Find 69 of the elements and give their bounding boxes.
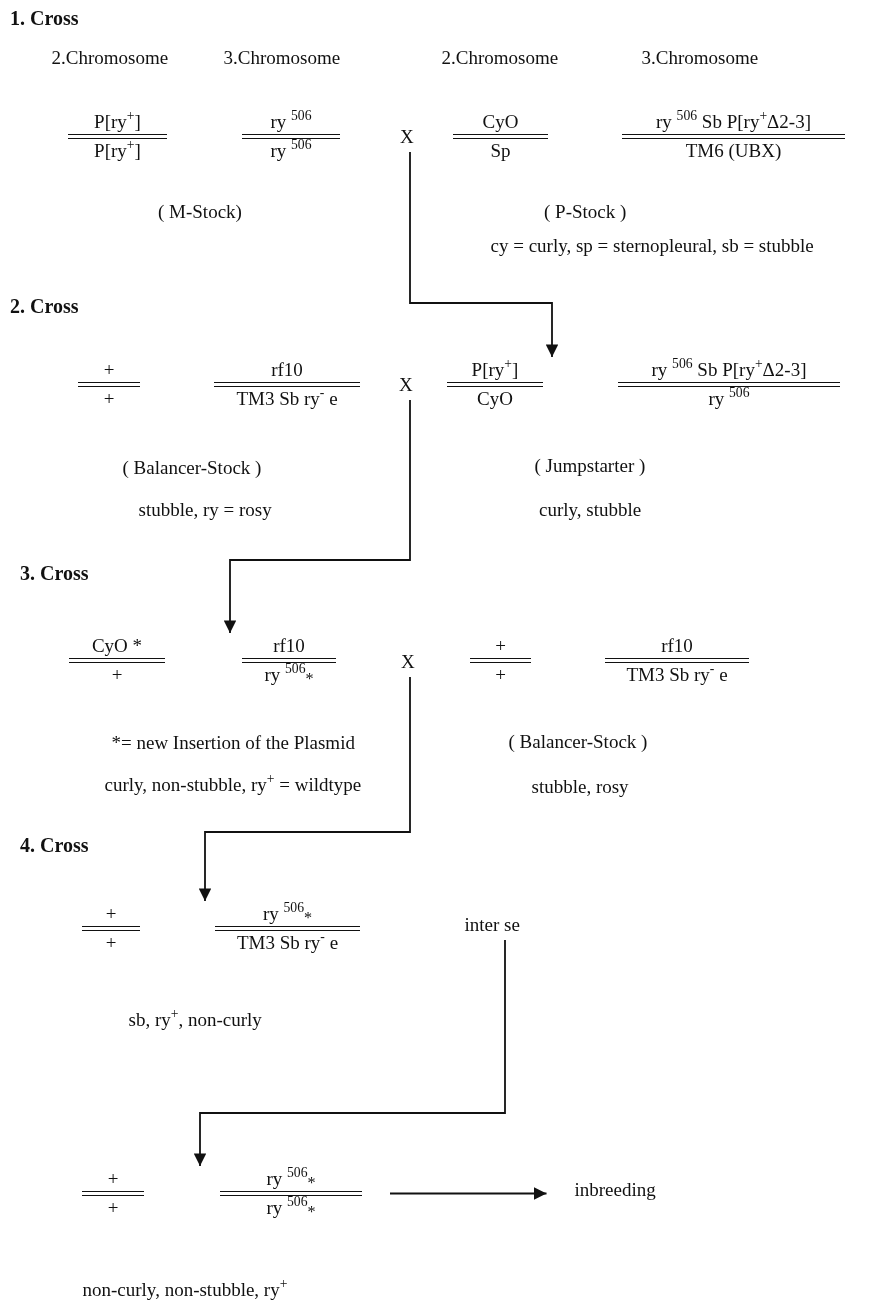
allele-label: ry $^{506}$ bbox=[708, 388, 750, 410]
footnote: *= new Insertion of the Plasmid bbox=[111, 732, 355, 754]
allele-label: P[ry$^{+}$] bbox=[94, 140, 141, 162]
allele-label: TM6 (UBX) bbox=[685, 140, 782, 162]
cross-sign: X bbox=[400, 126, 414, 148]
cross-sign: X bbox=[399, 374, 413, 396]
genotype-fraction bbox=[605, 635, 749, 686]
allele-label: ry $^{506}$ Sb P[ry$^{+}$Δ2-3] bbox=[651, 359, 807, 381]
phenotype-note: curly, stubble bbox=[539, 499, 642, 521]
arrow bbox=[409, 151, 559, 358]
cross-note: inter se bbox=[464, 914, 520, 936]
outcome-label: inbreeding bbox=[574, 1179, 656, 1201]
allele-label: P[ry$^{+}$] bbox=[471, 359, 519, 381]
genotype-fraction bbox=[215, 903, 360, 954]
genotype-fraction bbox=[447, 359, 543, 410]
allele-label: P[ry$^{+}$] bbox=[94, 111, 141, 133]
allele-label: CyO bbox=[477, 388, 513, 410]
arrow bbox=[198, 676, 411, 902]
allele-label: Sp bbox=[490, 140, 511, 162]
phenotype-note: stubble, rosy bbox=[531, 776, 629, 798]
allele-label: + bbox=[111, 664, 123, 686]
chromosome-heading: 3.Chromosome bbox=[223, 47, 341, 69]
chromosome-heading: 2.Chromosome bbox=[51, 47, 169, 69]
stock-name: ( Jumpstarter ) bbox=[534, 455, 646, 477]
genotype-fraction bbox=[68, 111, 167, 162]
allele-label: + bbox=[107, 1197, 119, 1219]
phenotype-note: non-curly, non-stubble, ry$^{+}$ bbox=[82, 1279, 288, 1301]
genotype-fraction bbox=[622, 111, 845, 162]
phenotype-note: sb, ry$^{+}$, non-curly bbox=[128, 1009, 262, 1031]
section-heading: 3. Cross bbox=[20, 562, 89, 584]
stock-name: ( P-Stock ) bbox=[544, 201, 627, 223]
allele-label: + bbox=[105, 903, 117, 925]
arrow bbox=[193, 939, 506, 1167]
allele-label: CyO * bbox=[91, 635, 143, 657]
arrow bbox=[223, 399, 411, 634]
section-heading: 4. Cross bbox=[20, 834, 89, 856]
allele-label: ry $^{506}$ bbox=[270, 111, 312, 133]
stock-name: ( M-Stock) bbox=[158, 201, 242, 223]
allele-label: rf10 bbox=[661, 635, 693, 657]
allele-label: + bbox=[103, 359, 115, 381]
genotype-fraction bbox=[242, 111, 340, 162]
allele-label: + bbox=[495, 635, 506, 657]
genotype-fraction bbox=[242, 635, 336, 686]
section-heading: 2. Cross bbox=[10, 295, 79, 317]
genotype-fraction bbox=[214, 359, 360, 410]
allele-label: + bbox=[495, 664, 506, 686]
cross-sign: X bbox=[401, 651, 415, 673]
allele-label: ry $^{506}$ bbox=[270, 140, 312, 162]
arrow bbox=[389, 1187, 548, 1200]
chromosome-heading: 3.Chromosome bbox=[641, 47, 759, 69]
genotype-fraction bbox=[618, 359, 840, 410]
genotype-fraction bbox=[220, 1168, 362, 1219]
allele-label: + bbox=[107, 1168, 119, 1190]
allele-label: rf10 bbox=[273, 635, 305, 657]
allele-label: TM3 Sb ry$^{-}$ e bbox=[626, 664, 728, 686]
stock-name: ( Balancer-Stock ) bbox=[122, 457, 262, 479]
phenotype-note: cy = curly, sp = sternopleural, sb = stubble bbox=[490, 235, 814, 257]
allele-label: ry $^{506}$ Sb P[ry$^{+}$Δ2-3] bbox=[656, 111, 811, 133]
stock-name: ( Balancer-Stock ) bbox=[508, 731, 648, 753]
allele-label: rf10 bbox=[271, 359, 303, 381]
allele-label: + bbox=[105, 932, 117, 954]
phenotype-note: stubble, ry = rosy bbox=[138, 499, 272, 521]
allele-label: + bbox=[103, 388, 115, 410]
section-heading: 1. Cross bbox=[10, 7, 79, 29]
allele-label: TM3 Sb ry$^{-}$ e bbox=[236, 932, 339, 954]
phenotype-note: curly, non-stubble, ry$^{+}$ = wildtype bbox=[104, 774, 362, 796]
allele-label: TM3 Sb ry$^{-}$ e bbox=[236, 388, 338, 410]
chromosome-heading: 2.Chromosome bbox=[441, 47, 559, 69]
allele-label: CyO bbox=[482, 111, 519, 133]
